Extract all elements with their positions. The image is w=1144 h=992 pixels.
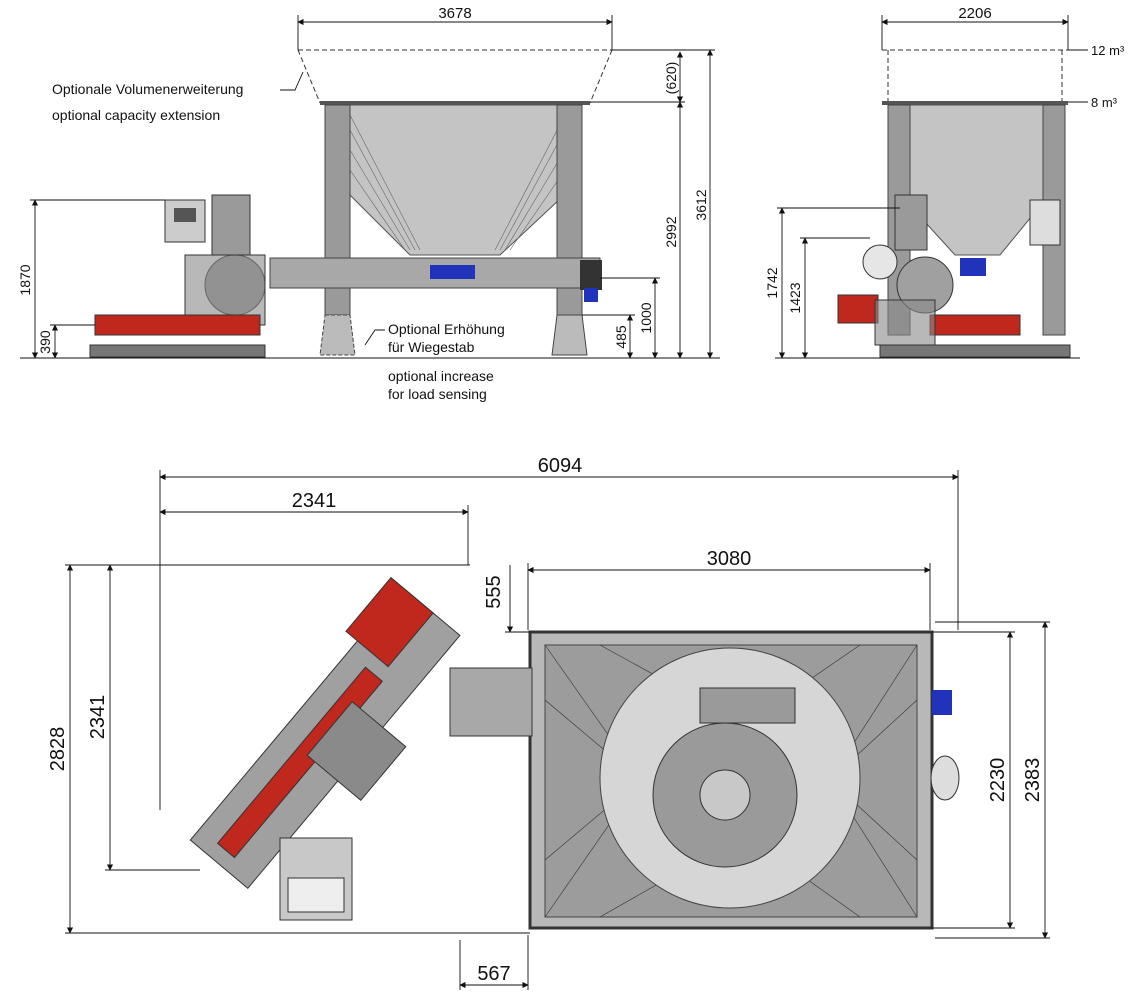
hopper-front xyxy=(319,101,590,356)
dim-control-height: 1870 xyxy=(17,264,33,295)
dim-hopper-width-front: 3678 xyxy=(438,5,471,22)
dim-hopper-depth-outer: 2383 xyxy=(1022,758,1044,803)
note-increase-de-1: Optional Erhöhung xyxy=(388,321,505,337)
dim-overall-width: 6094 xyxy=(538,455,583,477)
dim-feeder-width: 2341 xyxy=(292,490,337,512)
dim-offset-555: 555 xyxy=(483,575,505,608)
feeder-plan xyxy=(189,576,461,889)
dim-feeder-depth: 2341 xyxy=(87,695,109,740)
note-extension-en: optional capacity extension xyxy=(52,107,220,123)
dim-extension-height: (620) xyxy=(663,62,679,95)
conveyor-plan xyxy=(449,667,533,737)
hopper-plan xyxy=(528,630,960,930)
conveyor-front xyxy=(269,257,602,302)
dim-height-12m3: 3612 xyxy=(693,189,709,220)
rotary-feeder-front xyxy=(89,194,266,358)
dim-overall-depth: 2828 xyxy=(47,727,69,772)
side-view: 2206 12 m³ 8 m³ 1742 1423 xyxy=(764,5,1125,359)
capacity-extension xyxy=(297,49,613,104)
dim-height-8m3: 2992 xyxy=(663,216,679,247)
front-view: 3678 (620) 2992 3612 1000 485 1870 390 O… xyxy=(17,5,720,402)
dim-height-485: 485 xyxy=(613,325,629,349)
label-volume-12: 12 m³ xyxy=(1091,43,1125,58)
note-increase-en-1: optional increase xyxy=(388,368,494,384)
note-increase-de-2: für Wiegestab xyxy=(388,339,475,355)
dim-hopper-depth-inner: 2230 xyxy=(987,758,1009,803)
top-view: 6094 2341 555 3080 2828 2341 2230 2383 5… xyxy=(47,455,1050,990)
note-increase-en-2: for load sensing xyxy=(388,386,487,402)
note-extension-de: Optionale Volumenerweiterung xyxy=(52,81,243,97)
dim-inlet-height: 390 xyxy=(37,330,53,354)
dim-hopper-width-top: 3080 xyxy=(707,548,752,570)
label-volume-8: 8 m³ xyxy=(1091,95,1118,110)
dim-height-1423: 1423 xyxy=(787,282,803,313)
dim-height-1000: 1000 xyxy=(638,302,654,333)
dim-height-1742: 1742 xyxy=(764,267,780,298)
dim-hopper-width-side: 2206 xyxy=(958,5,991,22)
dim-offset-567: 567 xyxy=(477,963,510,985)
